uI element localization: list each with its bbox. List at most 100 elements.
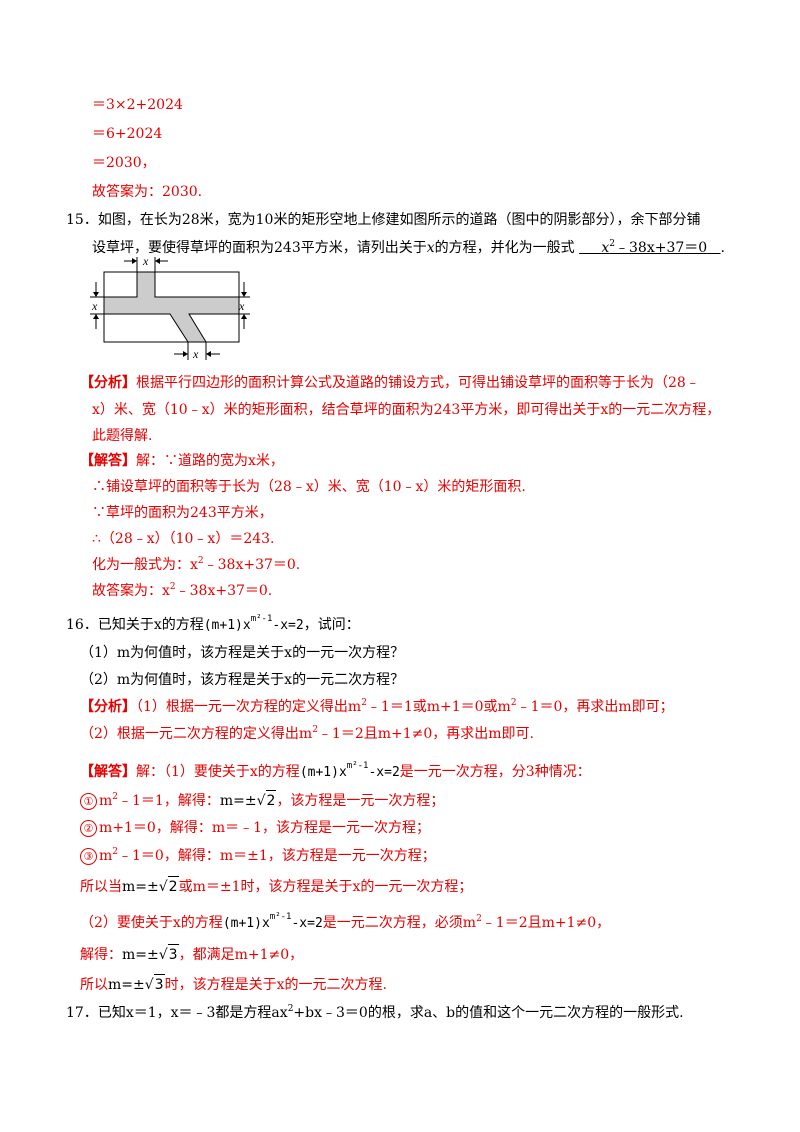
m-eq: m=± [108,977,145,993]
m-eq: m=± [122,947,159,963]
right-label: x [238,299,245,313]
q16-equation-2: (m+1)xm²-1-x=2 [300,762,400,781]
radicand: 3 [167,944,179,965]
q16-analysis-2: （2）根据一元二次方程的定义得出m2﹣1＝2且m+1≠0，再求出m即可. [80,724,534,744]
q15-end: . [720,240,725,256]
so2: 或m＝±1时，该方程是关于x的一元一次方程； [178,879,473,895]
s5b: ﹣38x+37＝0. [203,557,301,573]
analysis-tag: 【分析】 [80,375,136,391]
e1: 解得： [80,947,122,963]
q15-analysis-2: x）米、宽（10﹣x）米的矩形面积，结合草坪的面积为243平方米，即可得出关于x… [92,402,721,418]
right-arrowhead-bottom [241,314,247,319]
a1-exp-2: 2 [510,698,517,708]
c1-exp: 2 [112,792,119,802]
d1: （2）要使关于x的方程 [80,915,223,931]
eq-tail: -x=2 [291,916,323,931]
eq-exp: m²-1 [346,761,369,771]
c1c: ，该方程是一元一次方程； [276,793,445,809]
left-arrowhead-top [93,292,99,297]
bottom-label: x [192,347,199,361]
analysis-text-1: 根据平行四边形的面积计算公式及道路的铺设方式，可得出铺设草坪的面积等于长为（28… [136,375,700,391]
radicand: 3 [153,974,165,995]
a2b: ﹣1＝2且m+1≠0，再求出m即可. [317,726,535,742]
a1b: ﹣1＝1或m+1＝0或m [366,699,511,715]
e2: ，都满足m+1≠0， [178,947,304,963]
q17-text-1: 已知x＝1，x＝﹣3都是方程ax [97,1005,288,1021]
q15-line-1: 15．如图，在长为28米，宽为10米的矩形空地上修建如图所示的道路（图中的阴影部… [66,210,700,230]
q16-solution-4: 所以m=±√3时，该方程是关于x的一元二次方程. [80,974,387,995]
q15-solution-6: 故答案为：x2﹣38x+37＝0. [92,581,272,601]
s6-exp: 2 [169,582,176,592]
q15-text-1: 如图，在长为28米，宽为10米的矩形空地上修建如图所示的道路（图中的阴影部分），… [97,212,701,228]
top-label: x [142,254,149,268]
s5a: 化为一般式为：x [92,557,198,573]
q16-number: 16． [66,617,98,633]
analysis-tag: 【分析】 [80,699,136,715]
eq-base: (m+1)x [203,618,251,633]
c3b: ﹣1＝0，解得：m＝±1，该方程是一元一次方程； [118,848,436,864]
right-arrowhead-top [241,292,247,297]
f2: 时，该方程是关于x的一元二次方程. [164,977,387,993]
q15-solution-2: ∴铺设草坪的面积等于长为（28﹣x）米、宽（10﹣x）米的矩形面积. [92,479,526,495]
circle-2-icon: ② [80,820,97,837]
conclusion-1: 所以当m=±√2或m＝±1时，该方程是关于x的一元一次方程； [80,876,472,897]
sqrt3-expr: m=±√3 [122,944,179,965]
q16-equation-3: (m+1)xm²-1-x=2 [222,913,323,932]
q16-part-1: （1）m为何值时，该方程是关于x的一元一次方程？ [80,645,405,661]
circle-1-icon: ① [80,793,97,810]
q15-answer-blank: x2﹣38x+37＝0 [579,240,720,257]
q15-solution-1: 【解答】解：∵道路的宽为x米， [80,451,284,471]
calc-line-2: ＝6+2024 [92,126,163,142]
c1b: ﹣1＝1，解得： [118,793,220,809]
q16-solution-2: （2）要使关于x的方程(m+1)xm²-1-x=2是一元二次方程，必须m2﹣1＝… [80,913,610,934]
b1: 解：（1）要使关于x的方程 [136,764,300,780]
bottom-arrowhead-right [206,351,211,357]
q16-text-2: ，试问： [303,617,360,633]
eq-base: (m+1)x [222,916,270,931]
m-eq: m=± [219,793,257,809]
sqrt2-expr: m=±√2 [122,876,179,895]
q16-solution-1: 【解答】解：（1）要使关于x的方程(m+1)xm²-1-x=2是一元一次方程，分… [80,762,591,783]
d-exp: 2 [476,914,482,924]
left-arrowhead-bottom [93,314,99,319]
bottom-arrowhead-left [183,351,188,357]
circle-3-icon: ③ [80,848,97,865]
calc-line-3: ＝2030， [92,155,156,171]
q15-analysis-1: 【分析】根据平行四边形的面积计算公式及道路的铺设方式，可得出铺设草坪的面积等于长… [80,373,700,393]
solution-text-1: 解：∵道路的宽为x米， [136,453,284,469]
q15-number: 15． [66,212,98,228]
q15-solution-4: ∴（28﹣x）（10﹣x）＝243. [92,531,275,547]
left-label: x [91,299,98,313]
q16-equation: (m+1)xm²-1-x=2 [203,615,304,634]
q15-analysis-3: 此题得解. [92,428,153,444]
radicand: 2 [265,790,277,811]
q16-text-1: 已知关于x的方程 [97,617,204,633]
q16-line-1: 16．已知关于x的方程(m+1)xm²-1-x=2，试问： [66,615,360,636]
prev-answer: 故答案为：2030. [92,182,202,202]
c2t: m+1＝0，解得：m＝﹣1，该方程是一元一次方程； [99,820,431,836]
so1: 所以当 [80,879,122,895]
d2: 是一元二次方程，必须m [322,915,477,931]
s6b: ﹣38x+37＝0. [175,583,273,599]
sqrt3-expr: m=±√3 [108,974,165,995]
b2: 是一元一次方程，分3种情况： [399,764,591,780]
eq-exp: m²-1 [250,614,273,624]
sqrt2-expr: m=±√2 [219,790,277,811]
a2-exp: 2 [312,725,318,735]
answer-label: 故答案为： [92,184,162,200]
q15-ans-x: x [601,240,610,256]
q16-part-2: （2）m为何值时，该方程是关于x的一元二次方程？ [80,672,405,688]
a1-exp-1: 2 [361,698,367,708]
eq-tail: -x=2 [272,618,304,633]
q16-analysis-1: 【分析】（1）根据一元一次方程的定义得出m2﹣1＝1或m+1＝0或m2﹣1＝0，… [80,697,674,717]
q15-text-2b: 的方程，并化为一般式 [434,240,575,256]
q17-line: 17．已知x＝1，x＝﹣3都是方程ax2+bx﹣3＝0的根，求a、b的值和这个一… [66,1003,684,1023]
f1: 所以 [80,977,108,993]
q15-solution-3: ∵草坪的面积为243平方米， [92,505,273,521]
solution-tag: 【解答】 [80,764,136,780]
s6a: 故答案为：x [92,583,170,599]
eq-tail: -x=2 [368,765,400,780]
